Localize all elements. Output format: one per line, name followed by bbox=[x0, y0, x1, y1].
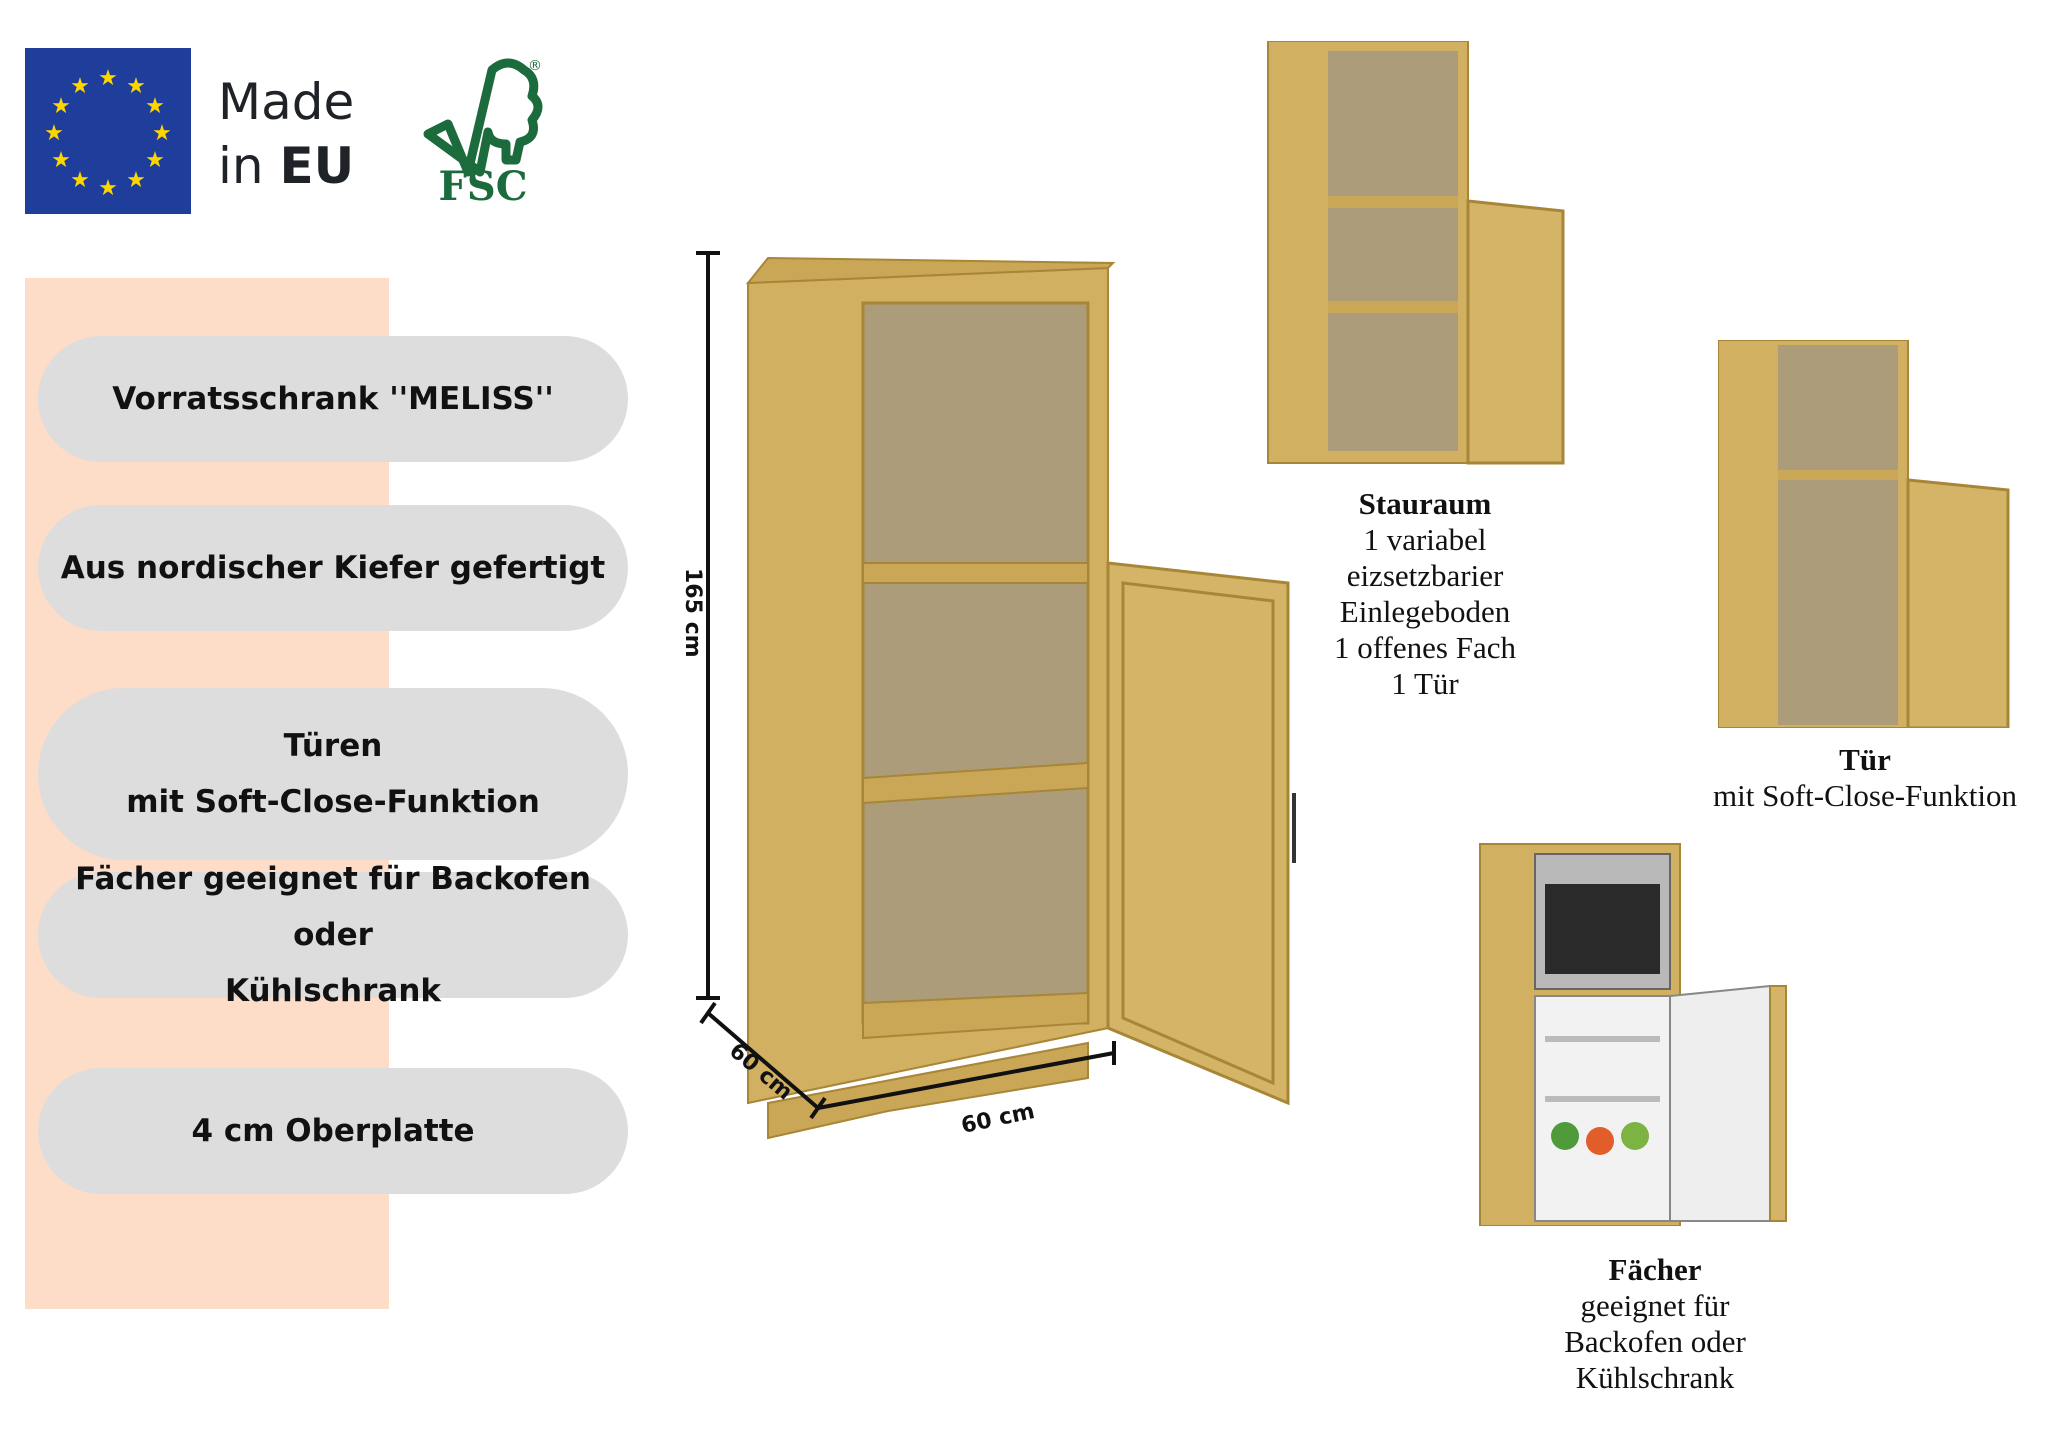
svg-text:★: ★ bbox=[70, 74, 90, 99]
feature-pill-name: Vorratsschrank ''MELISS'' bbox=[38, 336, 628, 462]
caption-line: Einlegeboden bbox=[1339, 594, 1511, 629]
svg-text:★: ★ bbox=[98, 66, 118, 91]
dimension-height-label: 165 cm bbox=[680, 568, 705, 658]
fsc-registered-mark: ® bbox=[528, 58, 542, 74]
made-in-line1: Made bbox=[218, 73, 355, 131]
feature-text: Türen bbox=[283, 728, 383, 764]
caption-line: eizsetzbarier bbox=[1346, 558, 1504, 593]
door-thumbnail-image bbox=[1717, 339, 2013, 730]
storage-caption-title: Stauraum bbox=[1358, 486, 1492, 521]
svg-text:★: ★ bbox=[98, 176, 118, 201]
svg-text:★: ★ bbox=[126, 168, 146, 193]
svg-text:★: ★ bbox=[70, 168, 90, 193]
svg-text:★: ★ bbox=[145, 94, 165, 119]
caption-line: mit Soft-Close-Funktion bbox=[1713, 778, 2017, 813]
feature-text: Kühlschrank bbox=[224, 973, 442, 1009]
caption-line: 1 offenes Fach bbox=[1334, 630, 1516, 665]
storage-caption: Stauraum 1 variabel eizsetzbarier Einleg… bbox=[1290, 486, 1560, 702]
compartments-caption: Fächer geeignet für Backofen oder Kühlsc… bbox=[1520, 1252, 1790, 1396]
made-in-eu: EU bbox=[279, 137, 355, 195]
feature-pill-material: Aus nordischer Kiefer gefertigt bbox=[38, 505, 628, 631]
caption-line: 1 variabel bbox=[1363, 522, 1487, 557]
svg-text:★: ★ bbox=[152, 121, 172, 146]
feature-pill-worktop: 4 cm Oberplatte bbox=[38, 1068, 628, 1194]
feature-text: 4 cm Oberplatte bbox=[191, 1113, 475, 1149]
made-in-line2: in EU bbox=[218, 134, 354, 198]
caption-line: geeignet für bbox=[1580, 1288, 1730, 1323]
feature-text: Aus nordischer Kiefer gefertigt bbox=[60, 550, 606, 586]
feature-pill-compartments: Fächer geeignet für Backofen oder Kühlsc… bbox=[38, 861, 628, 1009]
svg-text:★: ★ bbox=[126, 74, 146, 99]
door-caption: Tür mit Soft-Close-Funktion bbox=[1680, 742, 2048, 814]
oven-fridge-thumbnail-image bbox=[1440, 836, 1820, 1227]
feature-text: Vorratsschrank ''MELISS'' bbox=[112, 381, 554, 417]
compartments-caption-title: Fächer bbox=[1608, 1252, 1702, 1287]
caption-line: Kühlschrank bbox=[1575, 1360, 1735, 1395]
fsc-text: FSC bbox=[438, 163, 527, 204]
caption-line: Backofen oder bbox=[1564, 1324, 1746, 1359]
fsc-logo-icon: ® FSC bbox=[420, 54, 546, 210]
eu-flag-icon: ★ ★ ★ ★ ★ ★ ★ ★ ★ ★ ★ ★ bbox=[25, 48, 191, 214]
made-in-eu-label: Made in EU bbox=[218, 70, 354, 198]
made-in-prefix: in bbox=[218, 137, 280, 195]
storage-thumbnail-image bbox=[1213, 40, 1633, 465]
feature-text: mit Soft-Close-Funktion bbox=[126, 784, 540, 820]
feature-pill-doors: Türen mit Soft-Close-Funktion bbox=[38, 688, 628, 860]
eu-stars: ★ ★ ★ ★ ★ ★ ★ ★ ★ ★ ★ ★ bbox=[44, 66, 172, 201]
svg-text:★: ★ bbox=[51, 148, 71, 173]
svg-text:★: ★ bbox=[51, 94, 71, 119]
door-caption-title: Tür bbox=[1839, 742, 1891, 777]
svg-text:★: ★ bbox=[44, 121, 64, 146]
caption-line: 1 Tür bbox=[1391, 666, 1459, 701]
svg-text:★: ★ bbox=[145, 148, 165, 173]
feature-text: Fächer geeignet für Backofen oder bbox=[75, 861, 591, 953]
